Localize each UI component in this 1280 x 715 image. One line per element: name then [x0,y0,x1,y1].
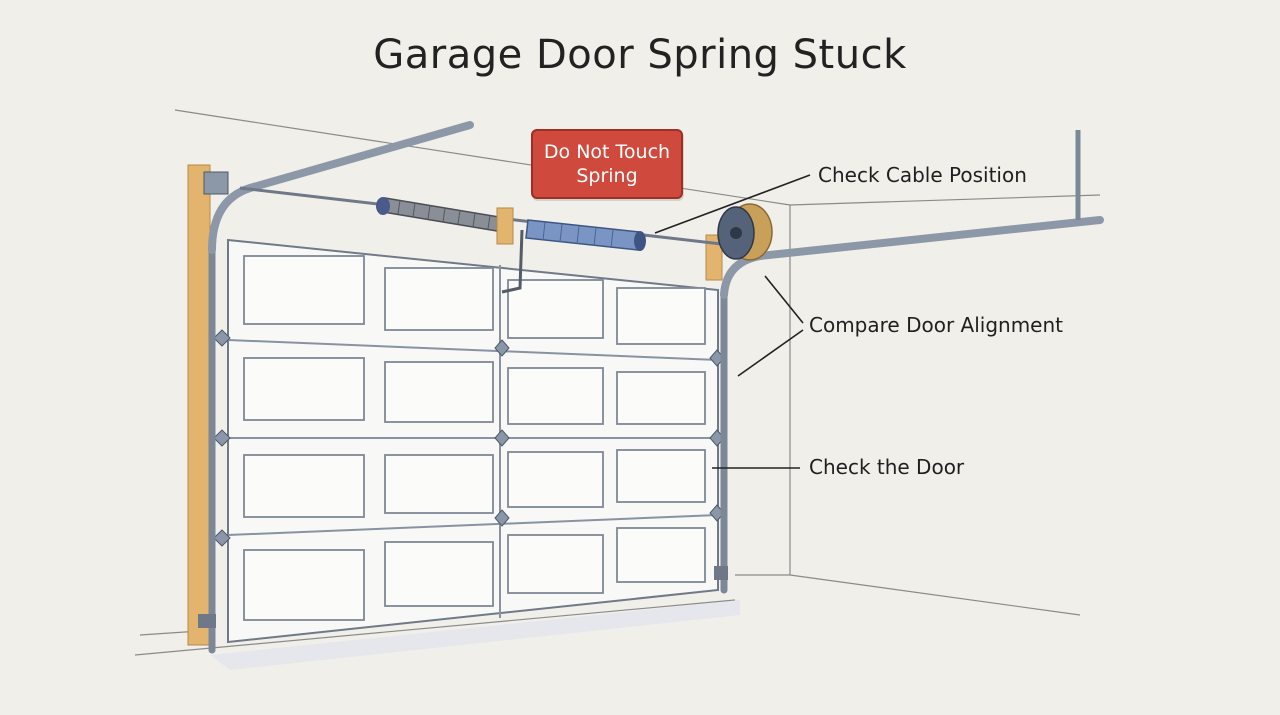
winding-bar [501,229,524,294]
vertical-tracks [208,241,728,654]
callout-check-door: Check the Door [809,455,965,479]
left-top-bracket [203,171,229,195]
right-curved-track [720,216,1104,299]
leader-lines [654,174,811,469]
diagram-title: Garage Door Spring Stuck [373,32,907,78]
left-curved-track [208,121,474,254]
floor-shadow [210,600,740,670]
door-recessed-panels [243,255,706,621]
center-bracket [496,207,514,245]
torsion-spring-right [525,219,646,251]
left-wood-jamb [187,164,211,646]
right-wood-jamb [705,234,723,281]
room-walls [134,109,1101,656]
callout-cable-position: Check Cable Position [818,163,1027,187]
cable-drum [717,203,773,261]
callout-door-alignment: Compare Door Alignment [809,313,1064,337]
bottom-brackets [198,566,728,628]
torsion-spring-left [376,197,506,233]
warning-label: Do Not Touch Spring [531,129,683,199]
